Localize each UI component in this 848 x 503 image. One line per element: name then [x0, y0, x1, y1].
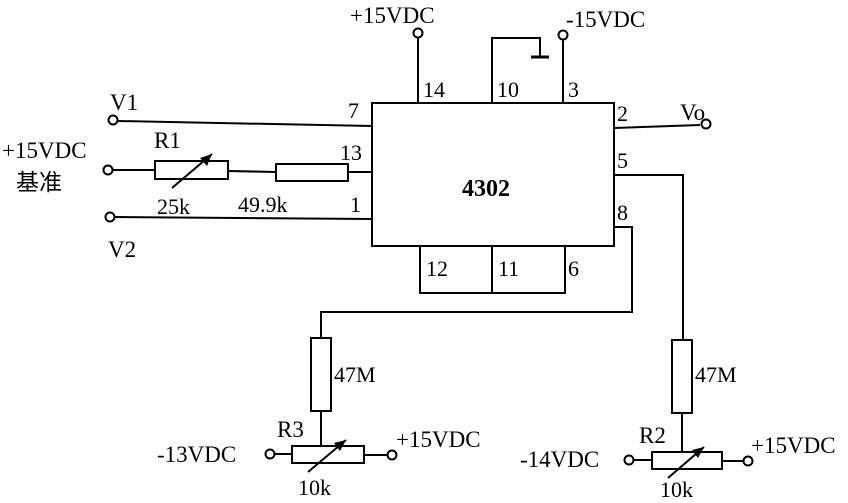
pin-6-label: 6 [568, 256, 579, 281]
top-neg-supply-label: -15VDC [566, 7, 645, 32]
terminal-top-pos [412, 27, 424, 39]
r1-name-label: R1 [154, 128, 181, 153]
wire-pin8 [320, 226, 633, 338]
terminal-v2 [104, 211, 116, 223]
v1-label: V1 [110, 90, 138, 115]
pin-14-label: 14 [423, 77, 445, 102]
pin-5-label: 5 [617, 148, 628, 173]
resistor-left-47m [310, 337, 332, 412]
r3-value-label: 10k [298, 475, 331, 500]
wire-pin10 [491, 37, 541, 103]
right-neg-supply-label: -14VDC [520, 447, 599, 472]
r2-arrow-head [692, 447, 704, 458]
terminal-left-pos [386, 449, 398, 461]
r2-value-label: 10k [660, 477, 693, 502]
pin-11-label: 11 [498, 256, 519, 281]
resistor-r1 [154, 160, 229, 180]
terminal-ref [102, 164, 114, 176]
r1-arrow-head [200, 154, 212, 166]
ref-voltage-label: +15VDC [2, 138, 87, 163]
r3-arrow-head [334, 440, 346, 451]
chip-label: 4302 [462, 176, 510, 202]
top-pos-supply-label: +15VDC [350, 3, 435, 28]
wire-v2 [114, 216, 373, 220]
terminal-right-pos [742, 455, 754, 467]
pin-8-label: 8 [617, 200, 628, 225]
vo-label: Vo [680, 100, 705, 125]
fixed-resistor-value-label: 49.9k [238, 192, 288, 217]
pin-13-label: 13 [340, 140, 362, 165]
terminal-right-neg [623, 454, 635, 466]
terminal-top-neg [557, 29, 569, 41]
left-47m-label: 47M [334, 362, 376, 387]
wire-vo [613, 124, 701, 129]
r2-name-label: R2 [639, 423, 666, 448]
left-neg-supply-label: -13VDC [157, 442, 236, 467]
wire-pin5 [614, 174, 684, 340]
right-pos-supply-label: +15VDC [751, 433, 836, 458]
left-pos-supply-label: +15VDC [396, 427, 481, 452]
ref-caption-label: 基准 [16, 170, 62, 195]
wire-ref-b [227, 170, 277, 173]
r1-value-label: 25k [157, 194, 190, 219]
v2-label: V2 [108, 237, 136, 262]
terminal-v1 [107, 114, 119, 126]
resistor-49k9 [275, 163, 349, 182]
pin-1-label: 1 [350, 192, 361, 217]
pin-12-label: 12 [426, 256, 448, 281]
r3-name-label: R3 [277, 417, 304, 442]
pin-7-label: 7 [348, 98, 359, 123]
resistor-right-47m [671, 339, 693, 414]
pin-3-label: 3 [568, 77, 579, 102]
ic-body [371, 102, 615, 247]
right-47m-label: 47M [695, 362, 737, 387]
pin-2-label: 2 [617, 101, 628, 126]
terminal-vo [700, 118, 712, 130]
wire-v1 [117, 120, 373, 127]
pin-10-label: 10 [497, 77, 519, 102]
terminal-left-neg [264, 448, 276, 460]
